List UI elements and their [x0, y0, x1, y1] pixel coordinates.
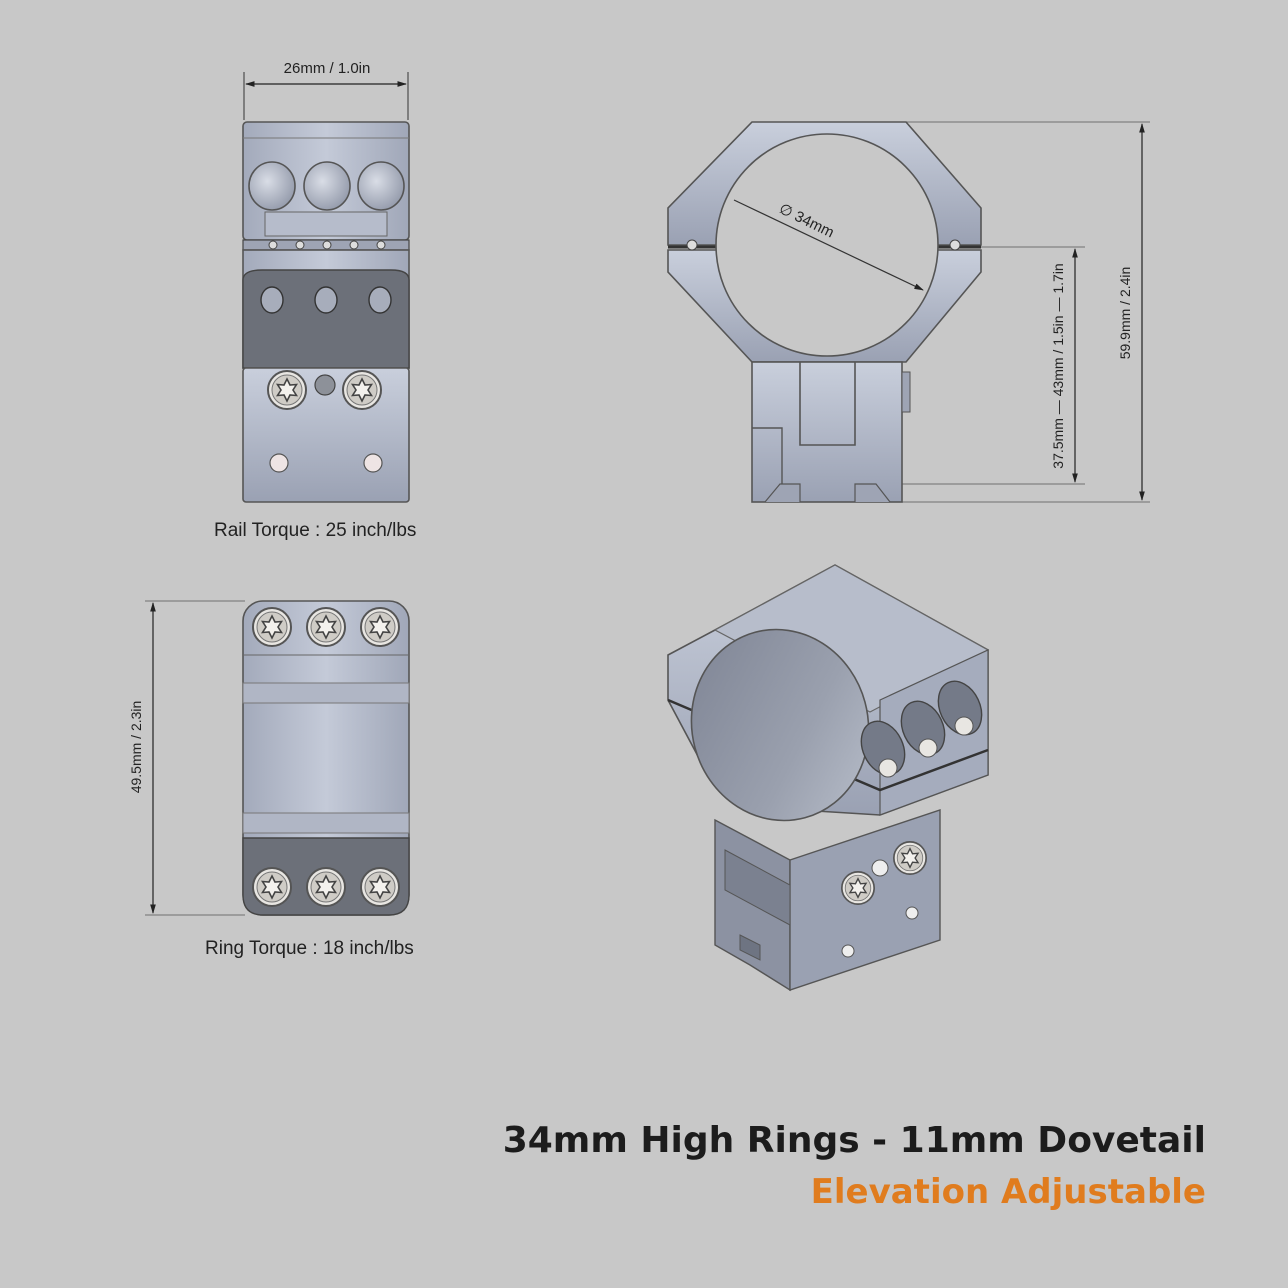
torx-screw-icon [252, 607, 292, 647]
torx-screw-icon [360, 607, 400, 647]
torx-screw-icon [840, 870, 876, 906]
height-range-label: 37.5mm — 43mm / 1.5in — 1.7in [1050, 263, 1066, 468]
torx-screw-icon [360, 867, 400, 907]
isometric-view [667, 564, 990, 992]
ring-bore [690, 628, 870, 822]
torx-screw-icon [252, 867, 292, 907]
screw-hole [357, 161, 405, 211]
torx-screw-icon [306, 867, 346, 907]
rail-torque-caption: Rail Torque : 25 inch/lbs [214, 520, 417, 541]
screw-hole [368, 286, 392, 314]
screw-hole [248, 161, 296, 211]
torx-screw-icon [267, 370, 307, 410]
torx-screw-icon [306, 607, 346, 647]
top-view: 49.5mm / 2.3in [128, 600, 410, 916]
screw-hole [314, 286, 338, 314]
length-dimension-label: 49.5mm / 2.3in [128, 701, 144, 794]
screw-hole [260, 286, 284, 314]
ring-torque-caption: Ring Torque : 18 inch/lbs [205, 938, 414, 959]
side-view: ∅ 34mm 37.5mm — 43mm / 1.5in — 1.7in 59.… [667, 121, 1150, 503]
torx-screw-icon [892, 840, 928, 876]
product-subtitle: Elevation Adjustable [810, 1172, 1206, 1212]
screw-hole [303, 161, 351, 211]
overall-height-label: 59.9mm / 2.4in [1117, 267, 1133, 360]
torx-screw-icon [342, 370, 382, 410]
product-title: 34mm High Rings - 11mm Dovetail [502, 1120, 1206, 1161]
front-view: 26mm / 1.0in [242, 60, 410, 503]
ring-bore [715, 133, 939, 357]
width-dimension-label: 26mm / 1.0in [284, 60, 371, 77]
